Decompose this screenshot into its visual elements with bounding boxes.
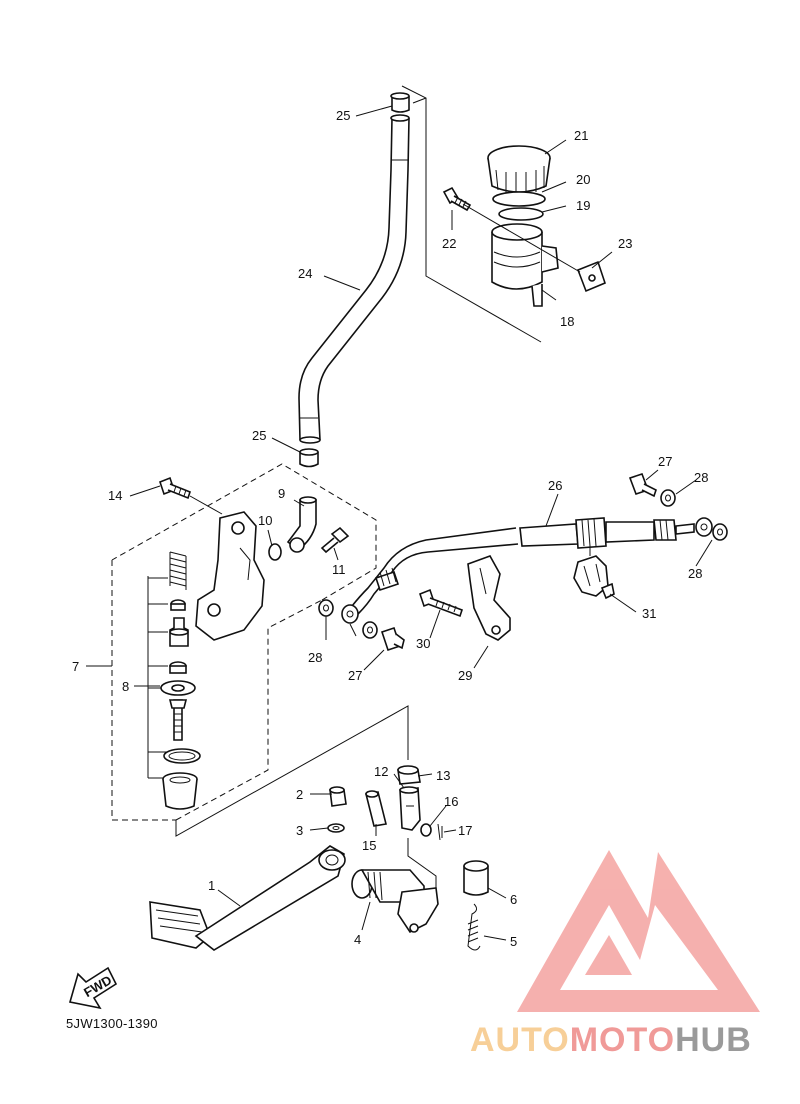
pedal-bolt: [329, 786, 347, 807]
callout-28-upper: 28: [694, 470, 708, 485]
union-bolt-27-lower: [380, 626, 405, 652]
callout-26: 26: [548, 478, 562, 493]
callout-14: 14: [108, 488, 122, 503]
callout-4: 4: [354, 932, 361, 947]
callout-7: 7: [72, 659, 79, 674]
cotter-pin: [437, 823, 443, 841]
push-rod: [168, 699, 188, 741]
callout-9: 9: [278, 486, 285, 501]
reservoir-bolt: [442, 186, 472, 212]
reservoir-group-bracket: [401, 85, 542, 343]
pedal-shaft: [351, 869, 439, 934]
callout-24: 24: [298, 266, 312, 281]
o-ring: [268, 543, 282, 561]
hose-clamp-top: [390, 92, 410, 113]
callout-16: 16: [444, 794, 458, 809]
callout-3: 3: [296, 823, 303, 838]
callout-18: 18: [560, 314, 574, 329]
callout-28-right: 28: [688, 566, 702, 581]
master-cylinder-inlet-fitting: [286, 496, 317, 553]
watermark-logo-triangle: [517, 850, 760, 1012]
brake-pedal: [149, 845, 346, 951]
hose-guide: [467, 555, 511, 641]
callout-13: 13: [436, 768, 450, 783]
watermark-text-moto: MOTO: [569, 1021, 676, 1059]
dust-boot: [162, 772, 198, 810]
master-cylinder-outline: [111, 463, 377, 821]
callout-leaders: [86, 105, 713, 941]
callout-8: 8: [122, 679, 129, 694]
watermark-text-hub: HUB: [675, 1021, 752, 1059]
callout-6: 6: [510, 892, 517, 907]
mounting-bolt-14: [159, 476, 191, 500]
callout-27-lower: 27: [348, 668, 362, 683]
drawing-code: 5JW1300-1390: [66, 1016, 158, 1031]
fwd-arrow-icon: [68, 966, 118, 1010]
callout-25-top: 25: [336, 108, 350, 123]
callout-27-upper: 27: [658, 454, 672, 469]
callout-2: 2: [296, 787, 303, 802]
collar: [463, 860, 489, 896]
callout-25-bottom: 25: [252, 428, 266, 443]
push-rod-washer: [160, 680, 196, 696]
reservoir-cap: [487, 145, 551, 196]
callout-20: 20: [576, 172, 590, 187]
reservoir-bracket-nut: [576, 260, 606, 293]
circlip: [163, 748, 201, 764]
clevis: [399, 786, 421, 831]
reservoir-hose: [298, 114, 410, 444]
callout-23: 23: [618, 236, 632, 251]
callout-30: 30: [416, 636, 430, 651]
callout-11: 11: [332, 562, 346, 577]
watermark-text-auto: AUTO: [470, 1021, 570, 1059]
reservoir-plate: [498, 207, 544, 221]
bolt-14-leader: [189, 495, 223, 515]
clevis-pin-washer: [420, 823, 432, 837]
clevis-leader: [407, 838, 437, 888]
piston-cup: [169, 661, 187, 674]
hose-clip: [573, 555, 615, 600]
callout-1: 1: [208, 878, 215, 893]
callout-19: 19: [576, 198, 590, 213]
watermark-text: AUTOMOTOHUB: [470, 1022, 752, 1058]
callout-21: 21: [574, 128, 588, 143]
callout-29: 29: [458, 668, 472, 683]
callout-28-left: 28: [308, 650, 322, 665]
pedal-washer: [327, 823, 345, 833]
union-bolt-27-upper: [628, 472, 657, 498]
callout-12: 12: [374, 764, 388, 779]
piston: [169, 617, 189, 647]
reservoir-bolt-leader: [462, 203, 581, 273]
spring: [169, 551, 187, 590]
callout-15: 15: [362, 838, 376, 853]
washer-28-upper: [660, 489, 676, 507]
reservoir-diaphragm: [492, 191, 546, 207]
washer-28-left: [318, 599, 334, 617]
return-spring: [467, 903, 481, 951]
pedal-group-bracket: [175, 705, 409, 837]
callout-22: 22: [442, 236, 456, 251]
washer-28-lower: [362, 621, 378, 639]
washer-28-right: [712, 523, 728, 541]
spring-seat: [170, 599, 186, 611]
callout-10: 10: [258, 513, 272, 528]
clevis-nut: [397, 765, 421, 785]
pedal-pin: [365, 790, 387, 827]
hose-clamp-bottom: [299, 448, 319, 468]
master-cylinder-body: [195, 511, 265, 641]
callout-31: 31: [642, 606, 656, 621]
guide-bolt: [419, 588, 464, 618]
callout-17: 17: [458, 823, 472, 838]
reservoir-body: [491, 223, 559, 307]
fitting-screw: [320, 526, 350, 554]
washer-leaders: [325, 616, 357, 640]
callout-5: 5: [510, 934, 517, 949]
brake-hose: [341, 517, 713, 624]
